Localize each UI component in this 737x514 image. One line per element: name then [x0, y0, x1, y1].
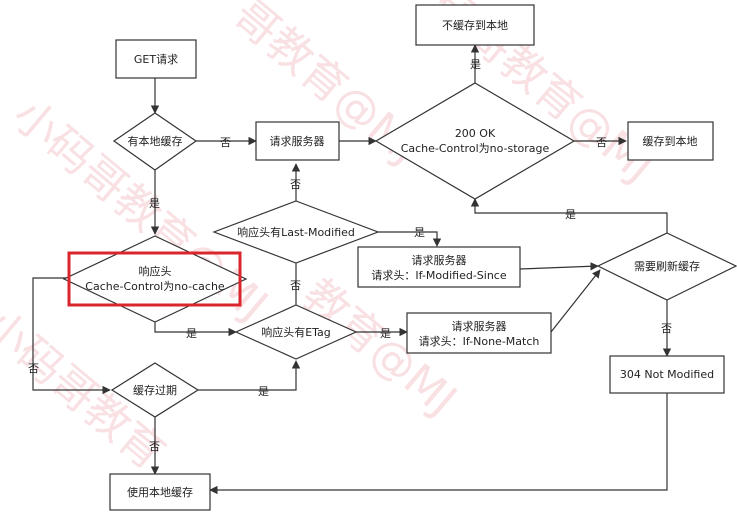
node-need-refresh-cache: 需要刷新缓存: [596, 232, 737, 301]
node-label: 不缓存到本地: [442, 18, 508, 32]
node-request-server: 请求服务器: [255, 121, 340, 161]
node-store-local: 缓存到本地: [627, 121, 714, 161]
edge-label-yes: 是: [470, 58, 481, 71]
highlight-frame: [67, 251, 242, 307]
edge-label-yes: 是: [258, 385, 269, 398]
node-label: 响应头有ETag: [261, 325, 331, 339]
node-label-line1: 200 OK: [455, 127, 496, 140]
connectors: [32, 44, 672, 495]
node-cache-expired: 缓存过期: [110, 362, 200, 418]
node-label-line1: 响应头: [139, 264, 172, 278]
node-label: 有本地缓存: [128, 134, 183, 148]
edge-label-yes: 是: [414, 226, 425, 239]
edge-label-yes: 是: [149, 197, 160, 210]
node-label: 304 Not Modified: [620, 368, 714, 381]
node-label-line2: 请求头：If-Modified-Since: [371, 269, 506, 282]
node-no-cache-check: 响应头 Cache-Control为no-cache: [62, 235, 248, 323]
edge-label-no: 否: [28, 362, 39, 375]
node-label-line1: 请求服务器: [452, 320, 507, 333]
edge-label-yes: 是: [380, 327, 391, 340]
node-response-etag: 响应头有ETag: [234, 304, 358, 360]
node-label: 请求服务器: [270, 135, 325, 148]
node-label: 缓存到本地: [643, 134, 698, 148]
node-label: GET请求: [134, 53, 178, 66]
node-no-store: 不缓存到本地: [415, 4, 535, 46]
edge-label-no: 否: [661, 322, 672, 335]
node-200-ok-no-storage: 200 OK Cache-Control为no-storage: [374, 82, 576, 200]
node-label: 缓存过期: [133, 383, 177, 397]
node-request-if-none-match: 请求服务器 请求头：If-None-Match: [406, 312, 552, 354]
node-label: 使用本地缓存: [127, 485, 193, 499]
node-request-if-modified-since: 请求服务器 请求头：If-Modified-Since: [357, 246, 521, 288]
edge-label-no: 否: [290, 279, 301, 292]
edge-label-yes: 是: [186, 327, 197, 340]
node-label: 响应头有Last-Modified: [237, 225, 355, 239]
edge-labels: 否 是 否 是 否 是 是 否 是 否 是 否 是 否: [28, 58, 672, 453]
edge-label-no: 否: [290, 178, 301, 191]
node-label: 需要刷新缓存: [634, 259, 700, 273]
node-use-local-cache: 使用本地缓存: [109, 473, 211, 511]
node-label-line1: 请求服务器: [412, 254, 467, 267]
edge-label-no: 否: [220, 136, 231, 149]
node-label-line2: Cache-Control为no-cache: [85, 280, 225, 293]
edge-label-yes: 是: [565, 208, 576, 221]
node-label-line2: Cache-Control为no-storage: [401, 142, 550, 155]
edge-label-no: 否: [149, 440, 160, 453]
node-has-local-cache: 有本地缓存: [112, 112, 198, 171]
node-304-not-modified: 304 Not Modified: [609, 355, 725, 394]
edge-label-no: 否: [596, 136, 607, 149]
node-response-last-modified: 响应头有Last-Modified: [212, 200, 380, 264]
node-get-request: GET请求: [115, 39, 197, 79]
node-label-line2: 请求头：If-None-Match: [419, 335, 540, 348]
